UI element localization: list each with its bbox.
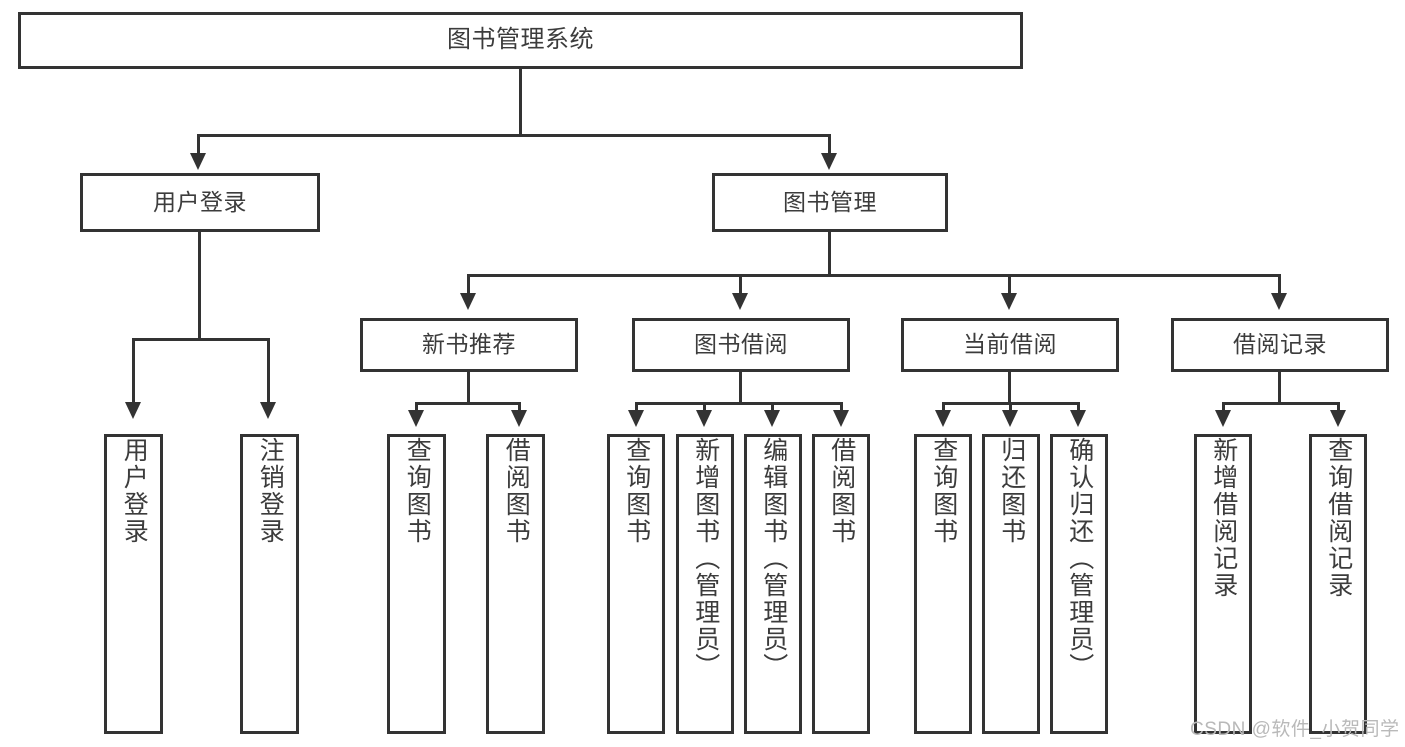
leaf-label: 编辑图书（管理员） [759,437,788,680]
connector-drop-book-borrow [739,274,742,295]
node-label: 用户登录 [153,188,247,215]
node-book-management[interactable]: 图书管理 [712,173,948,232]
leaf-label: 新增图书（管理员） [691,437,720,680]
arrowhead-user-login [190,153,206,170]
arrowhead-book-borrow [732,293,748,310]
connector-drop-nb-leaf-2 [518,402,521,412]
connector-drop-borrow-record [1278,274,1281,295]
connector-drop-bb-leaf-3 [771,402,774,412]
arrowhead-leaf-user-login [125,402,141,419]
connector-new-book-bus [415,402,521,405]
connector-drop-leaf-logout [267,338,270,404]
arrowhead-bb-leaf-2 [696,410,712,427]
leaf-br-add-record[interactable]: 新增借阅记录 [1194,434,1252,734]
node-user-login[interactable]: 用户登录 [80,173,320,232]
leaf-label: 新增借阅记录 [1209,437,1238,599]
leaf-label: 确认归还（管理员） [1065,437,1094,680]
connector-user-login-bus [132,338,270,341]
arrowhead-borrow-record [1271,293,1287,310]
leaf-label: 注销登录 [256,437,285,545]
leaf-label: 归还图书 [997,437,1026,545]
arrowhead-cb-leaf-2 [1002,410,1018,427]
connector-current-borrow-stem [1008,372,1011,404]
connector-book-borrow-stem [739,372,742,404]
connector-root-stem [519,69,522,135]
node-new-book-recommend[interactable]: 新书推荐 [360,318,578,372]
leaf-bb-borrow-book[interactable]: 借阅图书 [812,434,870,734]
connector-book-management-stem [828,232,831,276]
arrowhead-cb-leaf-1 [935,410,951,427]
leaf-label: 借阅图书 [827,437,856,545]
leaf-bb-query-book[interactable]: 查询图书 [607,434,665,734]
connector-drop-book-management [828,134,831,155]
arrowhead-book-management [821,153,837,170]
leaf-bb-add-book-admin[interactable]: 新增图书（管理员） [676,434,734,734]
leaf-label: 查询借阅记录 [1324,437,1353,599]
leaf-cb-return-book[interactable]: 归还图书 [982,434,1040,734]
connector-drop-user-login [197,134,200,155]
node-label: 图书管理系统 [447,26,594,54]
node-label: 图书管理 [783,188,877,215]
connector-drop-leaf-user-login [132,338,135,404]
arrowhead-br-leaf-1 [1215,410,1231,427]
connector-drop-new-book [467,274,470,295]
arrowhead-new-book [460,293,476,310]
arrowhead-cb-leaf-3 [1070,410,1086,427]
leaf-label: 查询图书 [403,437,432,545]
connector-borrow-record-bus [1222,402,1340,405]
leaf-label: 查询图书 [622,437,651,545]
connector-drop-current-borrow [1008,274,1011,295]
node-root-book-management-system[interactable]: 图书管理系统 [18,12,1023,69]
connector-new-book-stem [467,372,470,404]
connector-book-borrow-bus [635,402,843,405]
connector-level3-bus [467,274,1281,277]
connector-drop-cb-leaf-1 [942,402,945,412]
leaf-cb-query-book[interactable]: 查询图书 [914,434,972,734]
leaf-bb-edit-book-admin[interactable]: 编辑图书（管理员） [744,434,802,734]
arrowhead-bb-leaf-1 [628,410,644,427]
connector-drop-br-leaf-2 [1337,402,1340,412]
connector-drop-cb-leaf-2 [1009,402,1012,412]
arrowhead-nb-leaf-2 [511,410,527,427]
arrowhead-nb-leaf-1 [408,410,424,427]
connector-drop-bb-leaf-2 [703,402,706,412]
arrowhead-bb-leaf-3 [764,410,780,427]
connector-drop-bb-leaf-1 [635,402,638,412]
connector-drop-bb-leaf-4 [840,402,843,412]
connector-drop-br-leaf-1 [1222,402,1225,412]
leaf-nb-borrow-book[interactable]: 借阅图书 [486,434,545,734]
leaf-label: 用户登录 [120,437,149,545]
node-book-borrow[interactable]: 图书借阅 [632,318,850,372]
node-label: 新书推荐 [422,331,516,358]
connector-level2-bus [197,134,830,137]
leaf-user-login[interactable]: 用户登录 [104,434,163,734]
node-label: 当前借阅 [963,331,1057,358]
connector-borrow-record-stem [1278,372,1281,404]
connector-drop-nb-leaf-1 [415,402,418,412]
leaf-nb-query-book[interactable]: 查询图书 [387,434,446,734]
arrowhead-current-borrow [1001,293,1017,310]
connector-drop-cb-leaf-3 [1077,402,1080,412]
node-label: 图书借阅 [694,331,788,358]
csdn-watermark: CSDN @软件_小贺同学 [1190,719,1400,740]
node-label: 借阅记录 [1233,331,1327,358]
arrowhead-bb-leaf-4 [833,410,849,427]
connector-user-login-stem [198,232,201,340]
leaf-label: 查询图书 [929,437,958,545]
node-borrow-record[interactable]: 借阅记录 [1171,318,1389,372]
leaf-br-query-record[interactable]: 查询借阅记录 [1309,434,1367,734]
arrowhead-br-leaf-2 [1330,410,1346,427]
arrowhead-leaf-logout [260,402,276,419]
node-current-borrow[interactable]: 当前借阅 [901,318,1119,372]
leaf-cb-confirm-return-admin[interactable]: 确认归还（管理员） [1050,434,1108,734]
leaf-logout[interactable]: 注销登录 [240,434,299,734]
leaf-label: 借阅图书 [502,437,531,545]
